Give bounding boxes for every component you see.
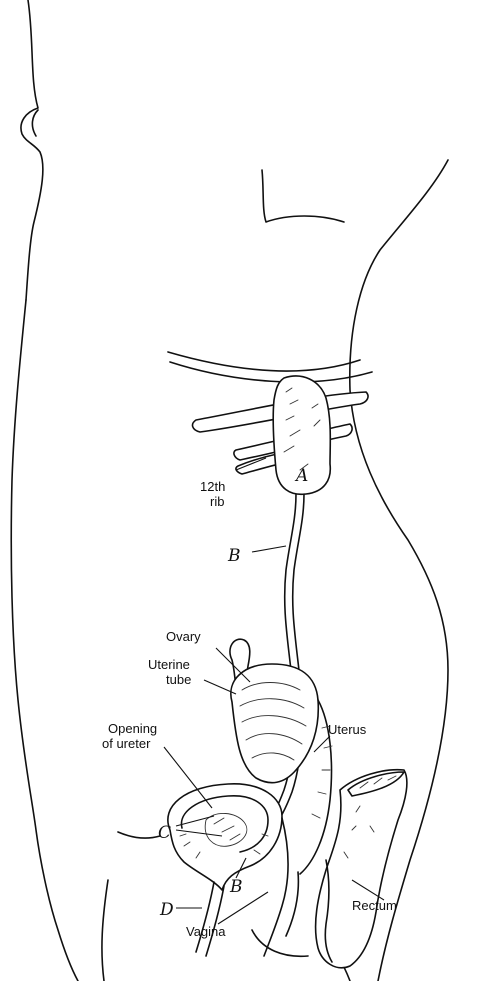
breast-outline [21, 0, 43, 300]
label-opening-line2: of ureter [102, 736, 151, 751]
uterus-body [231, 664, 318, 783]
urethra [196, 882, 224, 956]
nipple [32, 110, 38, 136]
letter-b-ureter: B [227, 546, 241, 566]
letter-d-urethra: D [159, 900, 174, 920]
letter-a-kidney: A [294, 466, 308, 486]
label-opening-line1: Opening [108, 721, 157, 736]
letter-c-openings: C [158, 823, 171, 843]
leader-ureter [252, 546, 286, 552]
label-uterine-tube-line2: tube [166, 672, 191, 687]
arm-outline [262, 170, 344, 222]
leader-vagina [218, 892, 268, 924]
label-12th-rib-line1: 12th [200, 479, 225, 494]
rib-upper [168, 352, 372, 382]
urethra-left [196, 882, 214, 952]
leg-crease [102, 880, 108, 981]
abdomen-front-outline [11, 300, 78, 981]
vagina-base [252, 930, 308, 956]
bladder-wall [168, 784, 282, 890]
ribs [168, 352, 372, 474]
leader-uterus [314, 736, 330, 752]
thigh-outline [118, 832, 160, 838]
letter-b-ureter-lower: B [229, 877, 243, 897]
bladder [168, 784, 282, 890]
label-vagina: Vagina [186, 924, 226, 939]
label-ovary: Ovary [166, 629, 201, 644]
label-uterus: Uterus [328, 722, 367, 737]
label-uterine-tube-line1: Uterine [148, 657, 190, 672]
urethra-right [206, 886, 224, 956]
label-rectum: Rectum [352, 898, 397, 913]
label-12th-rib-line2: rib [210, 494, 224, 509]
